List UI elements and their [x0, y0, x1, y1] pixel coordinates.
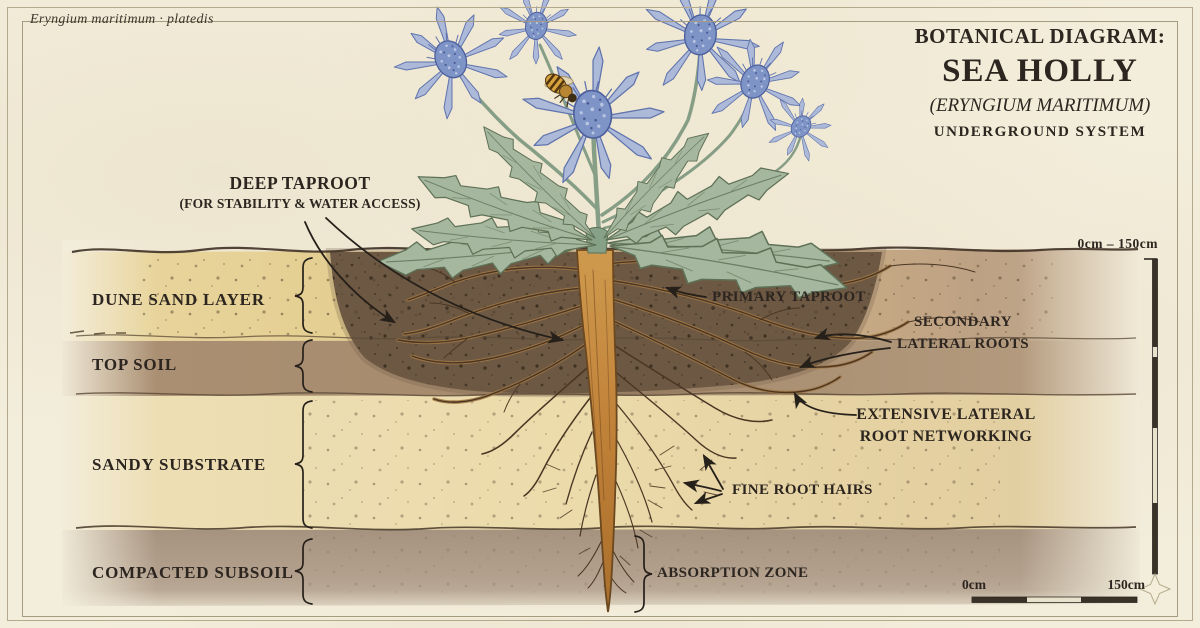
depth-range-label: 0cm – 150cm	[1077, 236, 1158, 251]
annotation-arrows	[304, 217, 892, 504]
absorption-zone-label: ABSORPTION ZONE	[657, 565, 809, 581]
arrow-deep-taproot-main	[325, 217, 565, 344]
brace-compacted-subsoil	[294, 538, 313, 605]
flower-heads	[376, 0, 848, 189]
extensive-lateral-label: EXTENSIVE LATERAL ROOT NETWORKING	[836, 404, 1056, 449]
taproot-illustration	[576, 249, 618, 613]
deep-taproot-subtitle: (FOR STABILITY & WATER ACCESS)	[179, 195, 421, 211]
arrow-fine-hairs-left	[682, 479, 722, 493]
scale-end-label: 150cm	[1107, 577, 1146, 592]
brace-sandy-substrate	[294, 400, 313, 529]
fine-root-hairs-illustration	[542, 445, 718, 566]
brace-dune-sand	[294, 257, 313, 334]
soil-layer-label-dune-sand: DUNE SAND LAYER	[92, 290, 265, 309]
primary-taproot-label: PRIMARY TAPROOT	[712, 289, 866, 305]
secondary-line1: SECONDARY	[913, 314, 1013, 330]
soil-layer-label-compacted-subsoil: COMPACTED SUBSOIL	[92, 563, 294, 582]
arrow-secondary-lower	[798, 347, 891, 368]
brace-top-soil	[294, 339, 313, 393]
title-kicker: BOTANICAL DIAGRAM:	[914, 24, 1166, 48]
brace-absorption-zone	[634, 535, 653, 613]
arrow-extensive-lateral	[793, 391, 857, 416]
soil-layer-label-top-soil: TOP SOIL	[92, 355, 177, 374]
title-block: BOTANICAL DIAGRAM: SEA HOLLY (ERYNGIUM M…	[860, 26, 1200, 140]
fine-root-hairs-label: FINE ROOT HAIRS	[732, 482, 873, 498]
page-title: SEA HOLLY	[942, 53, 1138, 89]
arrow-fine-hairs-up	[702, 453, 724, 490]
arrow-primary-taproot	[664, 286, 707, 299]
secondary-line2: LATERAL ROOTS	[896, 335, 1030, 352]
title-latin-name: (ERYNGIUM MARITIMUM)	[929, 95, 1151, 116]
title-subtitle: UNDERGROUND SYSTEM	[933, 124, 1147, 140]
arrow-deep-taproot-left	[304, 221, 397, 324]
scale-start-label: 0cm	[962, 577, 986, 592]
vertical-scale-bar	[1138, 258, 1172, 606]
arrow-fine-hairs-down	[693, 491, 723, 504]
compass-star-icon	[1138, 572, 1172, 606]
deep-taproot-annotation: DEEP TAPROOT (FOR STABILITY & WATER ACCE…	[140, 173, 460, 211]
extensive-line2: ROOT NETWORKING	[859, 428, 1033, 446]
arrow-secondary-upper	[813, 327, 892, 343]
horizontal-scale-bar	[971, 596, 1138, 603]
secondary-lateral-roots-label: SECONDARY LATERAL ROOTS	[868, 312, 1058, 356]
attribution-text: Eryngium maritimum · platedis	[30, 12, 214, 27]
deep-taproot-title: DEEP TAPROOT	[229, 173, 371, 193]
layer-braces	[294, 257, 653, 613]
extensive-line1: EXTENSIVE LATERAL	[856, 406, 1036, 423]
plant-illustration	[375, 0, 853, 312]
soil-layer-label-sandy-substrate: SANDY SUBSTRATE	[92, 455, 267, 474]
